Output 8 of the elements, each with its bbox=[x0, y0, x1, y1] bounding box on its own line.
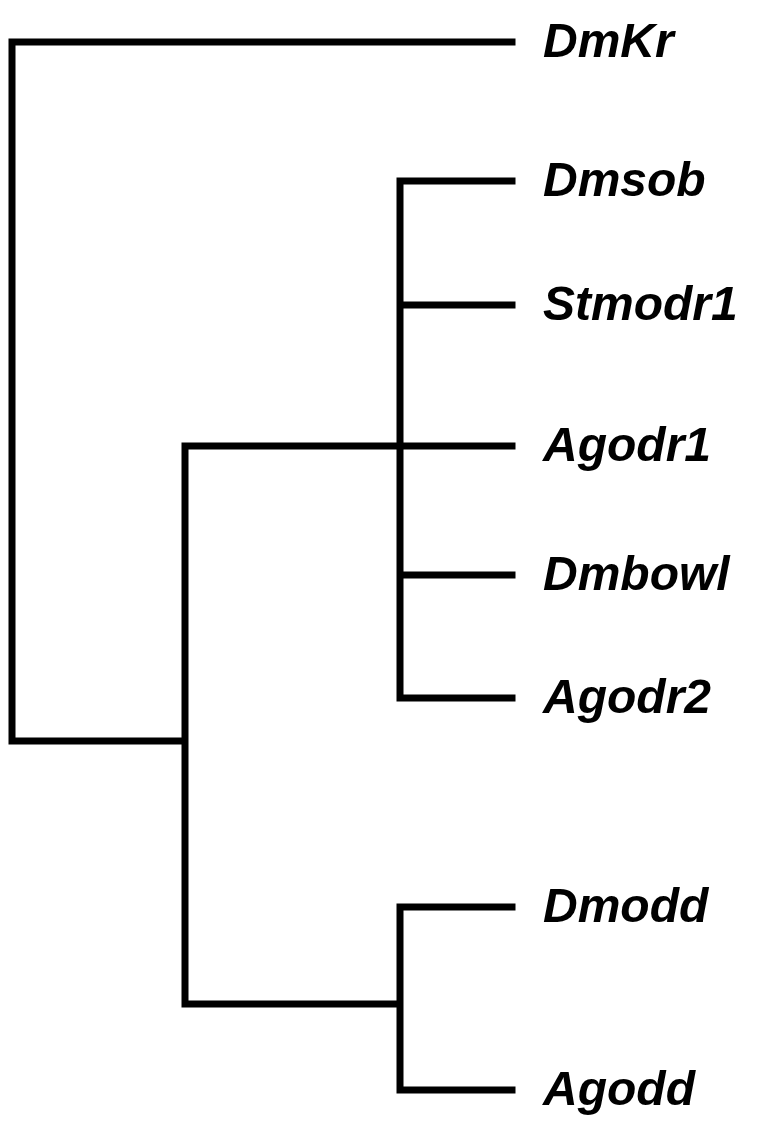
leaf-label: DmKr bbox=[543, 17, 674, 65]
leaf-label: Agodd bbox=[543, 1065, 695, 1113]
leaf-label: Dmsob bbox=[543, 156, 706, 204]
leaf-label: Dmbowl bbox=[543, 550, 730, 598]
leaf-label: Stmodr1 bbox=[543, 280, 738, 328]
leaf-label: Agodr1 bbox=[543, 421, 711, 469]
leaf-label: Dmodd bbox=[543, 882, 709, 930]
leaf-label: Agodr2 bbox=[543, 673, 711, 721]
